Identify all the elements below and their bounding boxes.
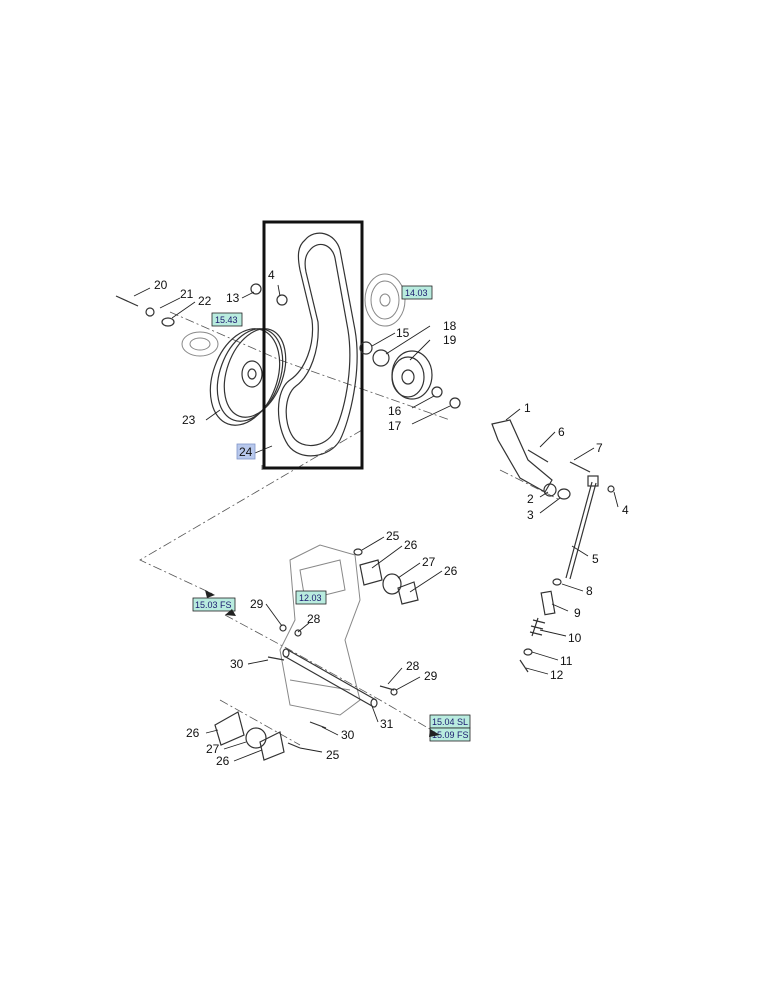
callout-4-upper: 4 [268, 268, 275, 282]
callout-29-right: 29 [424, 669, 438, 683]
callout-28-left: 28 [307, 612, 321, 626]
callout-10: 10 [568, 631, 582, 645]
drive-belt [277, 232, 358, 457]
callout-6: 3 [527, 508, 534, 522]
callout-21: 21 [180, 287, 194, 301]
callout-labels: 20 21 22 13 4 15 18 19 16 17 23 1 6 7 4 … [154, 268, 629, 768]
pulley-ghost-upper [364, 273, 406, 327]
arrowheads [205, 590, 440, 737]
svg-text:12.03: 12.03 [299, 593, 322, 603]
bearing-lower [214, 711, 301, 761]
large-pulley [209, 328, 287, 426]
callout-28-right: 28 [406, 659, 420, 673]
callout-17: 19 [443, 333, 457, 347]
callout-23: 23 [182, 413, 196, 427]
callout-30-right: 30 [341, 728, 355, 742]
callout-25-lower: 25 [326, 748, 340, 762]
callout-9: 9 [574, 606, 581, 620]
callout-29-left: 29 [250, 597, 264, 611]
callout-22: 22 [198, 294, 212, 308]
ref-14-03[interactable]: 14.03 [401, 285, 433, 300]
bearing-upper [353, 548, 419, 605]
callout-26-a: 26 [404, 538, 418, 552]
callout-26-d: 26 [216, 754, 230, 768]
callout-26-b: 26 [444, 564, 458, 578]
callout-27-upper: 27 [422, 555, 436, 569]
ref-12-03[interactable]: 12.03 [295, 590, 327, 605]
callout-2: 6 [558, 425, 565, 439]
callout-30-left: 30 [230, 657, 244, 671]
fastener-parts [115, 283, 288, 327]
ref-15-43[interactable]: 15.43 [211, 312, 243, 327]
ref-15-03-fs[interactable]: 15.03 FS [192, 597, 236, 612]
connector-lines [139, 311, 561, 746]
shaft [282, 648, 378, 708]
leader-lines [133, 284, 619, 762]
callout-18: 16 [388, 404, 402, 418]
belt-highlight-frame [262, 220, 364, 470]
callout-24-highlight[interactable]: 24 [236, 443, 256, 460]
callout-7: 5 [592, 552, 599, 566]
frame-housing [279, 544, 361, 716]
svg-text:15.09 FS: 15.09 FS [432, 730, 469, 740]
callout-16: 18 [443, 319, 457, 333]
svg-text:14.03: 14.03 [405, 288, 428, 298]
callout-11: 11 [560, 654, 573, 668]
callout-8: 8 [586, 584, 593, 598]
callout-13: 13 [226, 291, 240, 305]
callout-15: 15 [396, 326, 410, 340]
tension-arm [491, 419, 591, 500]
svg-text:15.43: 15.43 [215, 315, 238, 325]
svg-text:15.04 SL: 15.04 SL [432, 717, 468, 727]
rod-assembly [519, 475, 615, 673]
callout-25-upper: 25 [386, 529, 400, 543]
callout-19: 17 [388, 419, 402, 433]
callout-12: 12 [550, 668, 564, 682]
small-pulley-ghost [181, 331, 219, 357]
callout-24: 24 [239, 445, 253, 459]
callout-3: 7 [596, 441, 603, 455]
svg-text:15.03 FS: 15.03 FS [195, 600, 232, 610]
callout-27-lower: 27 [206, 742, 220, 756]
pins [267, 624, 398, 729]
ref-15-04-sl[interactable]: 15.04 SL [429, 714, 471, 729]
callout-31: 31 [380, 717, 394, 731]
callout-1: 1 [524, 401, 531, 415]
idler-pulley [359, 341, 461, 409]
callout-20: 20 [154, 278, 168, 292]
callout-5: 2 [527, 492, 534, 506]
callout-26-c: 26 [186, 726, 200, 740]
callout-4-lower: 4 [622, 503, 629, 517]
